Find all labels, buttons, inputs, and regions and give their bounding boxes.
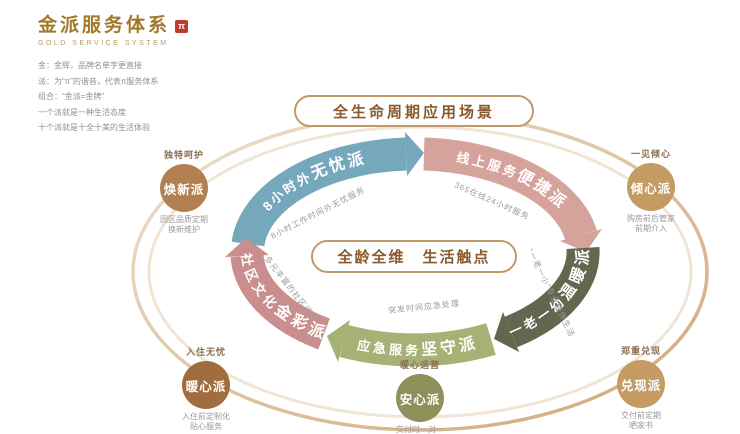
arc-jianshou-caption: 突发时间应急处理 <box>388 298 461 315</box>
brand-title: 金派服务体系 <box>38 15 171 36</box>
node-name: 焕新派 <box>163 182 205 197</box>
node-name: 暖心派 <box>185 379 227 394</box>
note-line: 组合：“金派=金牌” <box>38 92 104 102</box>
note-line: 金：金辉，品牌名单字更直接 <box>38 61 142 70</box>
brand-subtitle: GOLD SERVICE SYSTEM <box>38 40 169 47</box>
node-name: 倾心派 <box>630 181 672 196</box>
node-tagline: 入住无忧 <box>185 347 226 357</box>
arc-wuyou <box>231 137 407 247</box>
node-desc-line: 园区品质定期 <box>160 215 208 224</box>
node-desc: 交付前定期 晒家书 <box>581 411 701 432</box>
node-circle: 兑现派 <box>617 360 665 408</box>
arc-wennuan-arrow-icon <box>494 312 519 352</box>
arc-jincai-arrow-icon <box>225 238 269 257</box>
node-circle: 安心派 <box>396 374 444 422</box>
arc-jianshou <box>339 323 496 367</box>
node-name: 兑现派 <box>620 378 662 393</box>
node-anxin: 暖心运营 安心派 交付时一对一 <box>360 358 480 434</box>
arc-bianjie <box>423 137 597 241</box>
node-desc-line: 交付时一对一 <box>396 425 444 434</box>
center-pill: 全龄全维 生活触点 <box>311 240 517 273</box>
node-desc: 交付时一对一 <box>360 425 480 434</box>
arc-wennuan <box>504 246 600 348</box>
node-tagline: 暖心运营 <box>399 360 440 370</box>
arc-jianshou-arrow-icon <box>327 320 350 362</box>
brand-notes: 金：金辉，品牌名单字更直接 派：为“π”的谐音，代表π服务体系 组合：“金派=金… <box>38 58 158 136</box>
node-desc-line: 前期介入 <box>635 224 667 234</box>
node-tagline: 独特呵护 <box>163 150 204 160</box>
node-desc-line: 入住前定制化 <box>182 412 230 421</box>
node-desc: 购房前后管家 前期介入 <box>591 214 711 235</box>
node-huanxin: 独特呵护 焕新派 园区品质定期 换新维护 <box>124 148 244 236</box>
banner-pill: 全生命周期应用场景 <box>294 95 534 127</box>
node-desc-line: 交付前定期 <box>621 411 661 420</box>
node-duixian: 郑重兑现 兑现派 交付前定期 晒家书 <box>581 344 701 432</box>
node-qingxin: 一见倾心 倾心派 购房前后管家 前期介入 <box>591 147 711 235</box>
node-tagline: 一见倾心 <box>630 149 671 159</box>
node-circle: 焕新派 <box>160 164 208 212</box>
arc-jincai <box>230 253 331 350</box>
note-line: 十个派就是十全十美的生活体验 <box>38 123 150 133</box>
node-desc-line: 贴心服务 <box>190 422 222 432</box>
node-tagline: 郑重兑现 <box>620 346 661 356</box>
arc-wuyou-arrow-icon <box>405 132 424 176</box>
node-nuanxin: 入住无忧 暖心派 入住前定制化 贴心服务 <box>146 345 266 433</box>
arc-bianjie-arrow-icon <box>560 229 602 252</box>
seal-stamp-icon: π <box>175 20 189 33</box>
node-name: 安心派 <box>399 392 441 407</box>
node-desc: 入住前定制化 贴心服务 <box>146 412 266 433</box>
node-desc-line: 购房前后管家 <box>627 214 675 223</box>
note-line: 一个派就是一种生活态度 <box>38 107 126 117</box>
node-circle: 倾心派 <box>627 163 675 211</box>
node-desc: 园区品质定期 换新维护 <box>124 215 244 236</box>
brand-logo: 金派服务体系 π GOLD SERVICE SYSTEM <box>38 10 189 47</box>
node-desc-line: 晒家书 <box>629 421 653 431</box>
note-line: 派：为“π”的谐音，代表π服务体系 <box>38 76 159 86</box>
node-desc-line: 换新维护 <box>168 225 200 235</box>
node-circle: 暖心派 <box>182 361 230 409</box>
